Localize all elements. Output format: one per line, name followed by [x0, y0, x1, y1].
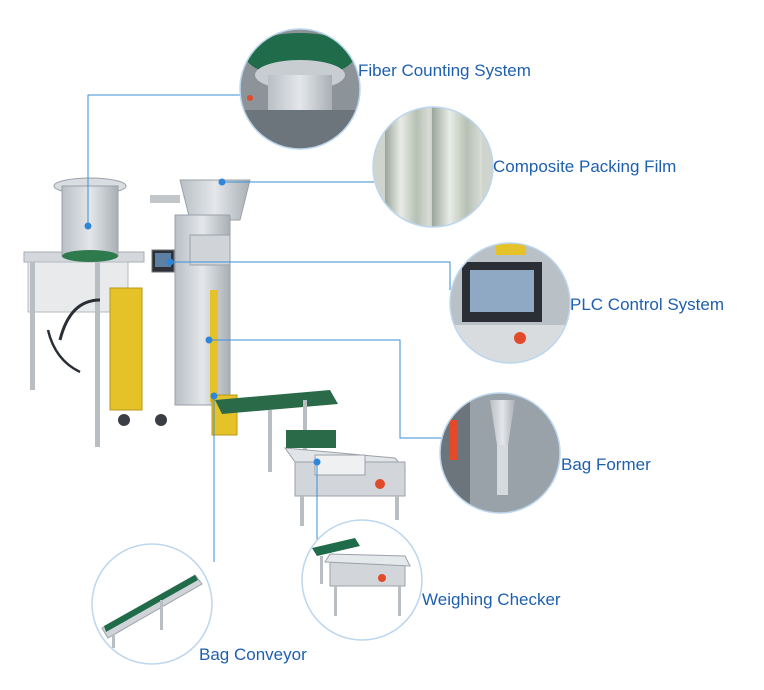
touch-screen-photo	[449, 242, 571, 364]
label-composite-packing-film: Composite Packing Film	[493, 157, 677, 176]
marker-dots	[84, 178, 321, 466]
label-plc-control-system: PLC Control System	[570, 295, 724, 314]
main-machine	[23, 177, 407, 526]
label-fiber-counting-system: Fiber Counting System	[358, 61, 531, 80]
leader-lines	[87, 94, 451, 562]
label-bag-conveyor: Bag Conveyor	[199, 645, 307, 664]
film-roll-photo	[372, 106, 494, 228]
conveyor-photo	[91, 543, 213, 665]
label-weighing-checker: Weighing Checker	[422, 590, 561, 609]
checkweigher-photo	[301, 519, 423, 641]
label-bag-former: Bag Former	[561, 455, 651, 474]
vibratory-bowl-photo	[239, 28, 361, 150]
bag-former-photo	[439, 392, 561, 514]
